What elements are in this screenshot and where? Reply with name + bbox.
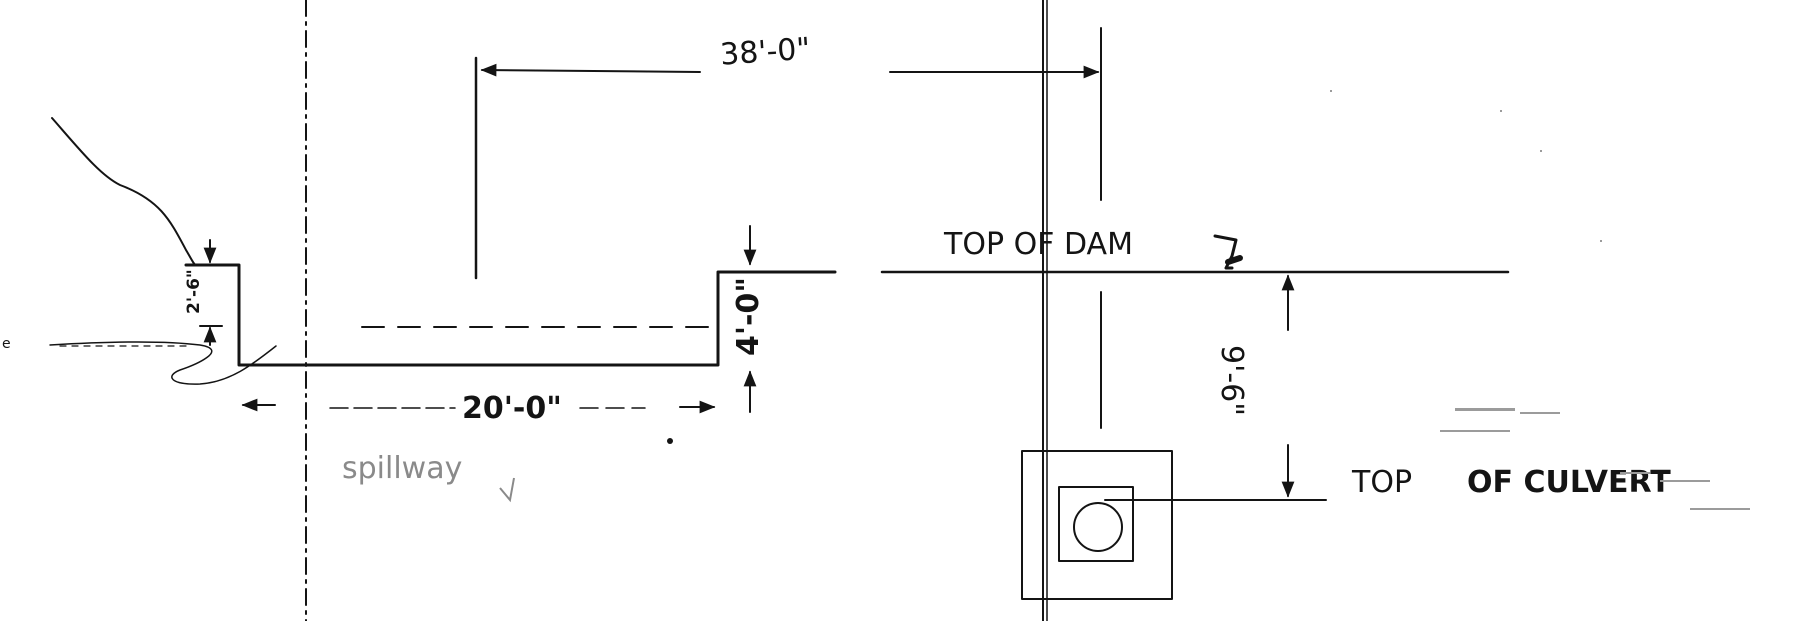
leader-tick bbox=[1225, 255, 1243, 265]
top-of-dam-label: TOP OF DAM bbox=[943, 227, 1133, 262]
channel-inlet bbox=[49, 341, 277, 385]
ink-dot bbox=[667, 438, 673, 444]
dim-4-label: 4'-0" bbox=[731, 277, 766, 356]
top-of-culvert-label-b: OF CULVERT bbox=[1467, 465, 1671, 500]
scan-noise bbox=[1330, 90, 1750, 510]
dim-38-line-left bbox=[480, 63, 701, 77]
spillway-note: spillway bbox=[342, 451, 462, 486]
top-of-culvert-label-a: TOP bbox=[1351, 465, 1412, 500]
dim-20-label: 20'-0" bbox=[462, 391, 562, 426]
dim-38-label: 38'-0" bbox=[719, 32, 811, 73]
spillway-profile bbox=[184, 263, 837, 367]
channel-marker: e bbox=[2, 336, 11, 352]
hillside-curve bbox=[51, 117, 197, 266]
culvert-pipe bbox=[1073, 502, 1123, 552]
culvert-outer-box bbox=[1021, 450, 1173, 600]
dim-2-6-label: 2'-6" bbox=[184, 269, 204, 314]
dim-9-6-label: 9'-6" bbox=[1214, 345, 1249, 416]
culvert-inner-box bbox=[1058, 486, 1134, 562]
note-tick bbox=[499, 477, 515, 503]
top-of-dam-leader bbox=[1213, 234, 1238, 270]
